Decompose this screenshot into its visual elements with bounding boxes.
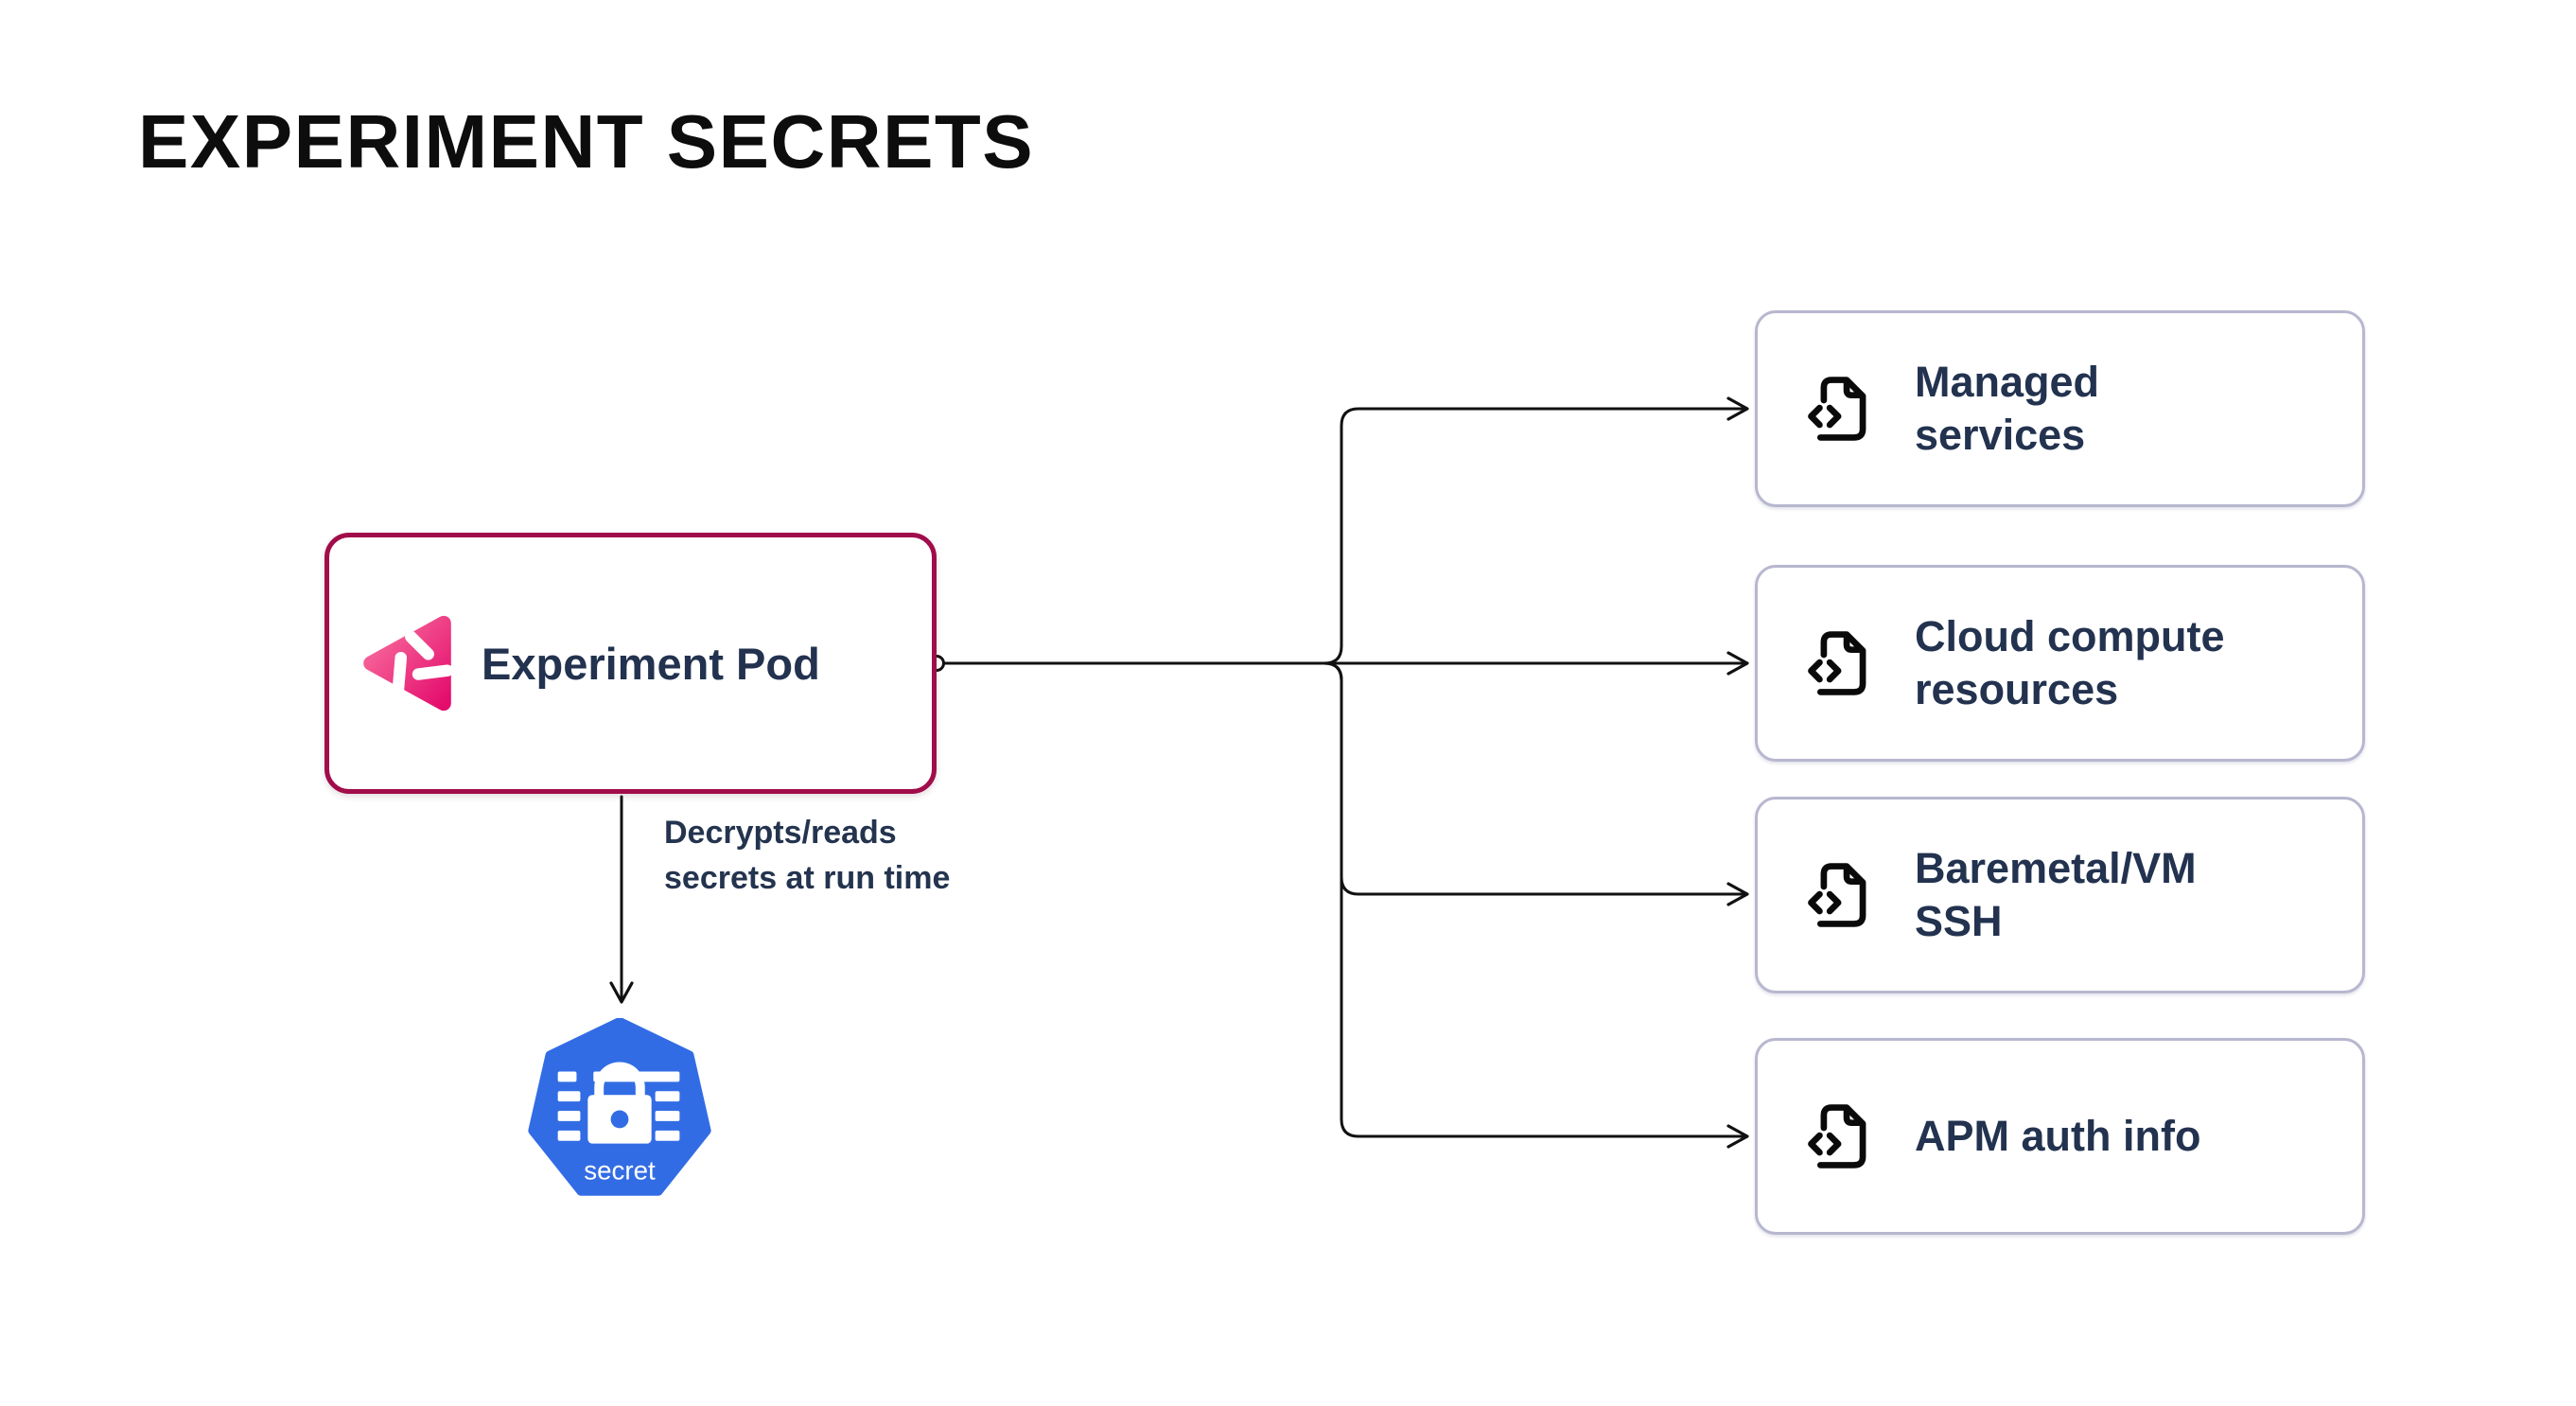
edge-annotation: Decrypts/reads secrets at run time (664, 815, 951, 897)
kubernetes-secret-node: secret (524, 1017, 715, 1214)
node-managed-services: Managed services (1755, 310, 2365, 507)
file-code-icon (1808, 1104, 1866, 1169)
node-label: Baremetal/VM SSH (1915, 844, 2197, 945)
page-title: EXPERIMENT SECRETS (138, 99, 1035, 184)
file-code-icon (1808, 863, 1866, 927)
file-code-icon (1808, 377, 1866, 441)
litmus-pinwheel-icon (363, 615, 453, 712)
node-apm-auth-info: APM auth info (1755, 1038, 2365, 1235)
kubernetes-secret-icon: secret (528, 1017, 711, 1196)
edge-pod-to-apm-auth (941, 661, 1749, 1149)
experiment-pod-node: Experiment Pod (324, 533, 937, 794)
node-label: Cloud compute resources (1915, 612, 2225, 713)
lock-icon (557, 1071, 680, 1141)
experiment-pod-label: Experiment Pod (482, 638, 820, 689)
node-label: APM auth info (1915, 1112, 2201, 1161)
edge-pod-to-managed-services (941, 396, 1749, 665)
node-cloud-compute-resources: Cloud compute resources (1755, 565, 2365, 762)
node-baremetal-vm-ssh: Baremetal/VM SSH (1755, 797, 2365, 993)
edge-pod-to-baremetal-ssh (941, 661, 1749, 906)
node-label: Managed services (1915, 358, 2100, 459)
secret-node-label: secret (584, 1155, 656, 1185)
file-code-icon (1808, 631, 1866, 695)
